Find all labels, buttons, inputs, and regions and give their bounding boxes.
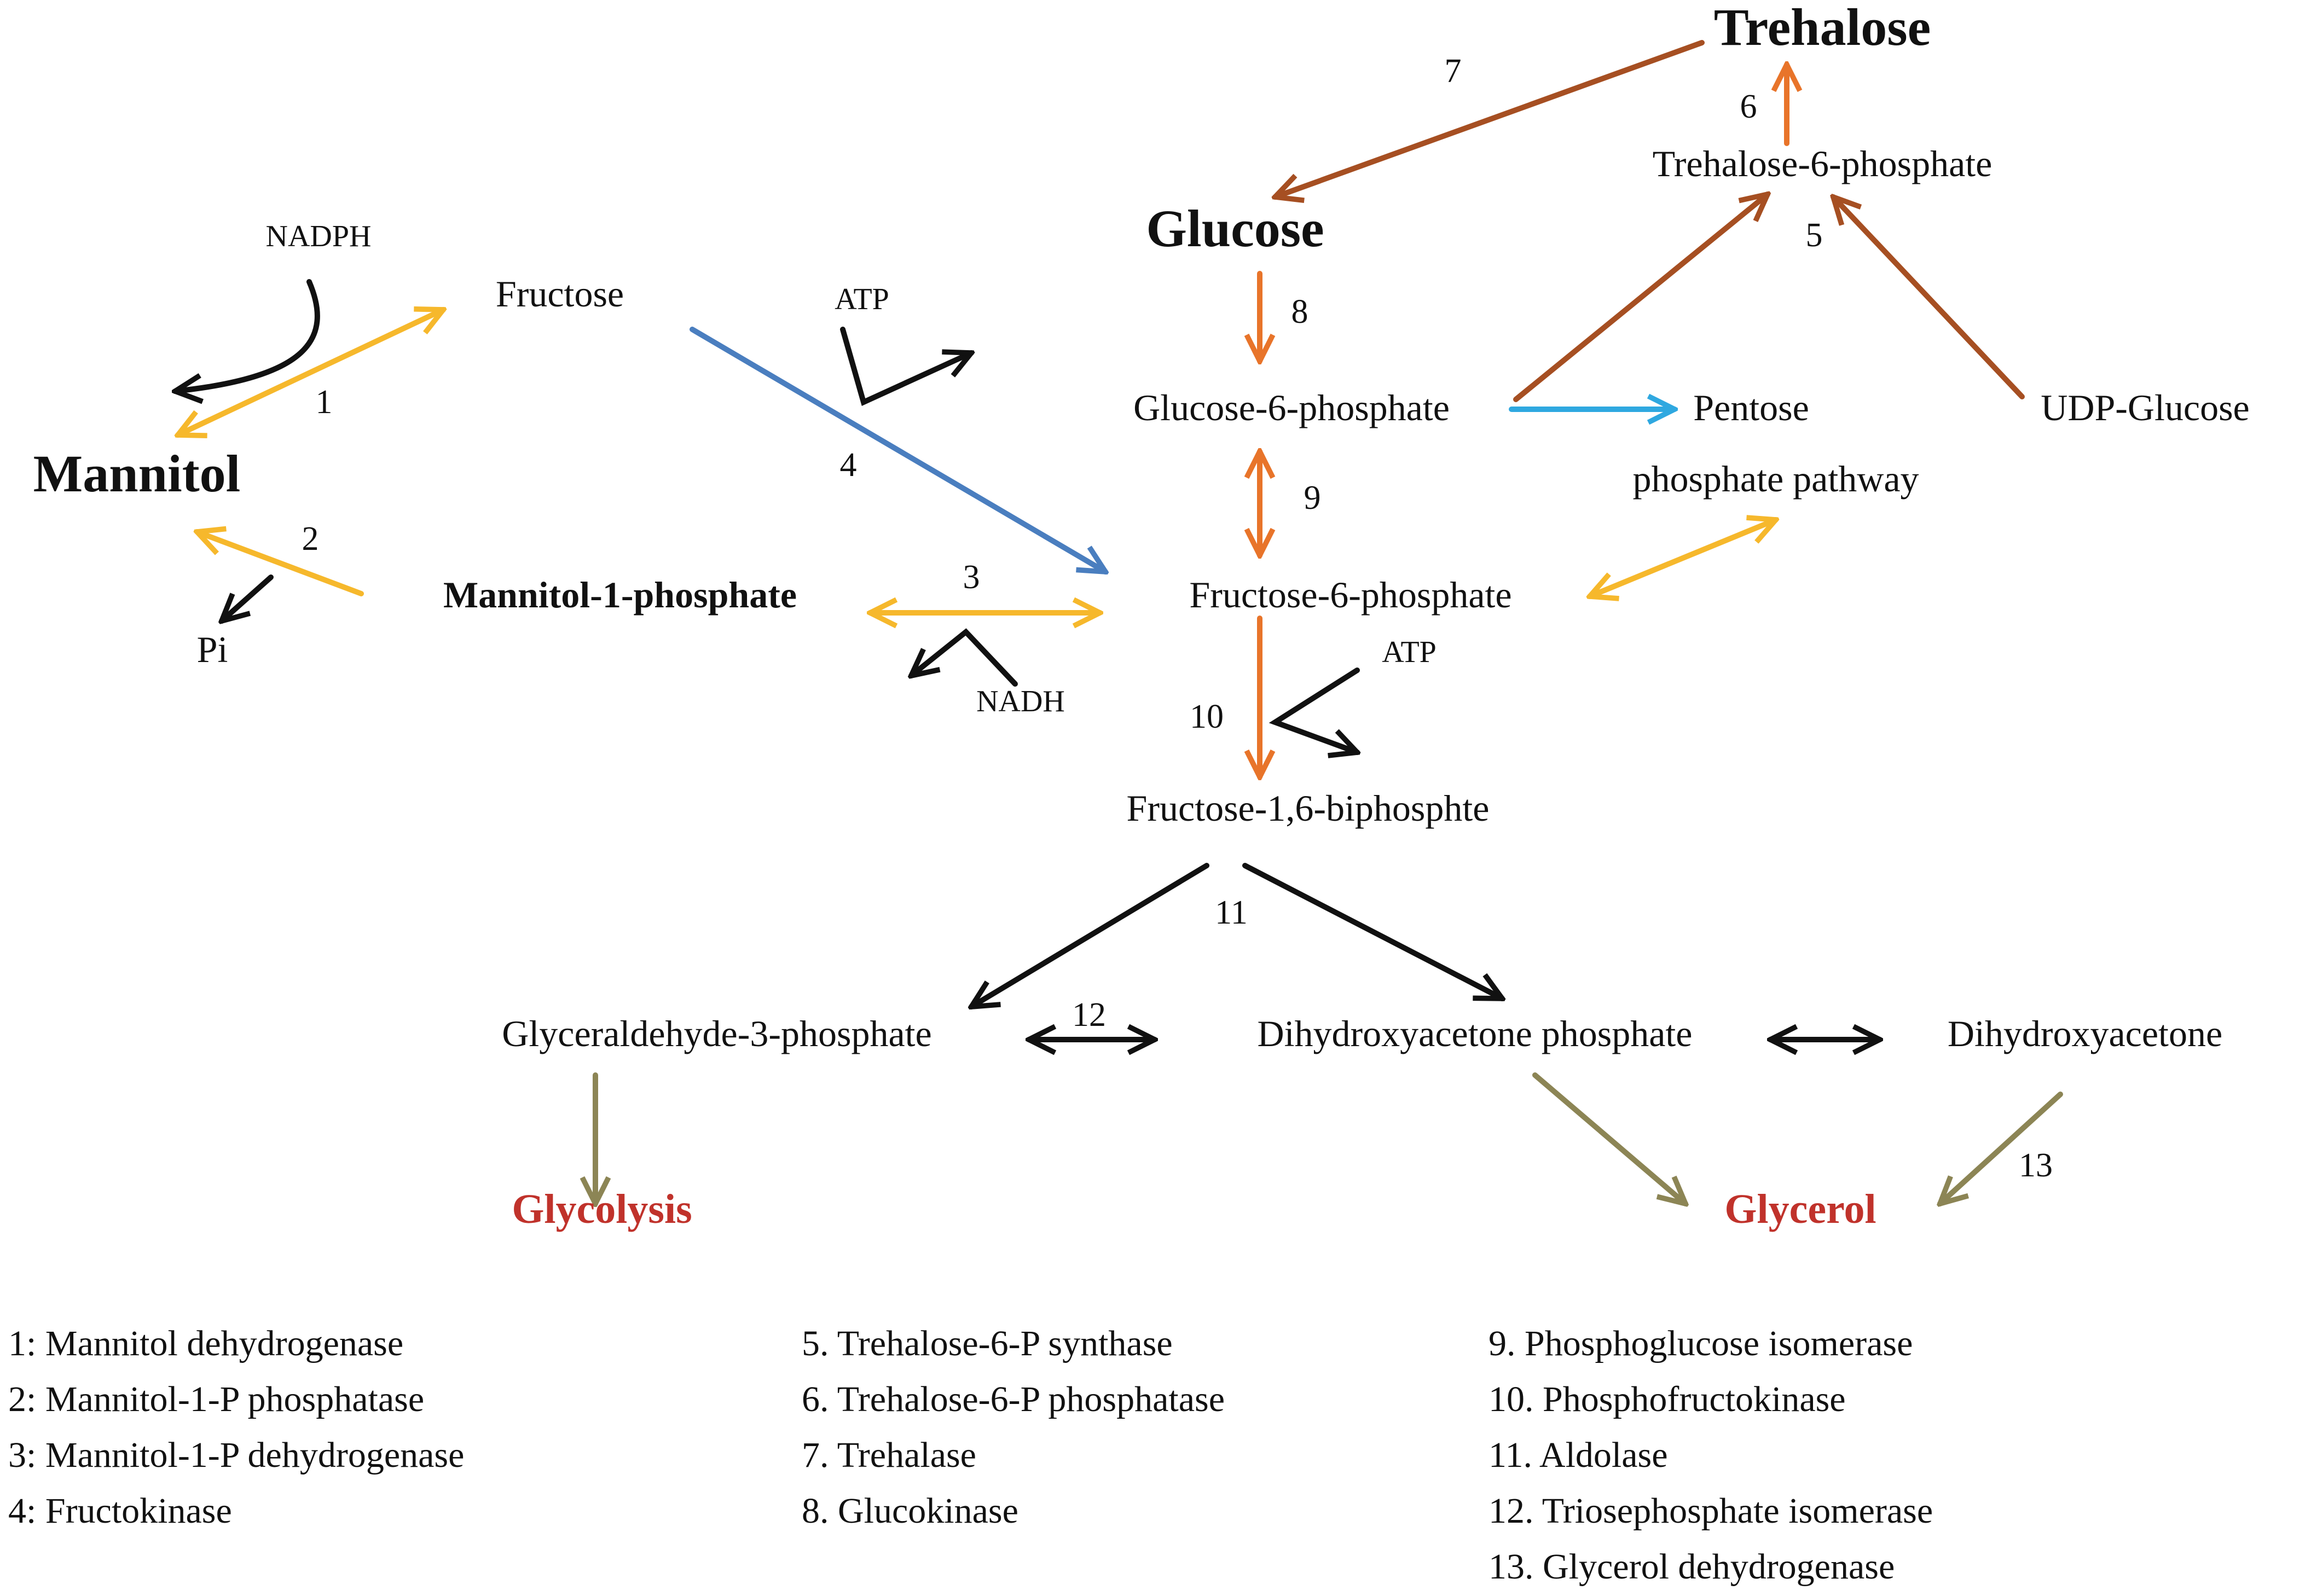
step-number-1: 1	[316, 384, 333, 421]
arrow-atp-pfk	[1269, 668, 1357, 752]
arrow-dha-to-glycerol	[1940, 1092, 2063, 1204]
node-pi: Pi	[197, 629, 228, 670]
node-fructose-6-phosphate: Fructose-6-phosphate	[1189, 574, 1511, 616]
node-dihydroxyacetone: Dihydroxyacetone	[1948, 1013, 2222, 1054]
legend-item: 12. Triosephosphate isomerase	[1488, 1491, 1933, 1531]
legend-item: 6. Trehalose-6-P phosphatase	[802, 1379, 1225, 1419]
node-atp-1: ATP	[835, 282, 889, 316]
step-number-10: 10	[1190, 698, 1224, 735]
arrow-atp-fructokinase	[840, 327, 971, 406]
legend-item: 2: Mannitol-1-P phosphatase	[8, 1379, 425, 1419]
legend-item: 11. Aldolase	[1488, 1435, 1668, 1475]
step-number-12: 12	[1072, 996, 1106, 1034]
step-number-9: 9	[1304, 479, 1321, 516]
legend-item: 10. Phosphofructokinase	[1488, 1379, 1846, 1419]
step-number-7: 7	[1445, 53, 1462, 90]
legend-item: 1: Mannitol dehydrogenase	[8, 1324, 404, 1363]
arrow-fructose-to-f6p	[690, 327, 1105, 572]
legend-item: 7. Trehalase	[802, 1435, 976, 1475]
arrow-trehalose-to-glucose	[1275, 40, 1705, 197]
step-number-6: 6	[1740, 88, 1757, 125]
arrow-f16bp-to-gap	[971, 863, 1209, 1007]
node-glucose-6-phosphate: Glucose-6-phosphate	[1133, 387, 1450, 428]
node-udp-glucose: UDP-Glucose	[2041, 387, 2250, 428]
legend-column-3: 9. Phosphoglucose isomerase 10. Phosphof…	[1488, 1316, 1933, 1595]
node-glycolysis: Glycolysis	[512, 1186, 692, 1232]
node-dihydroxyacetone-phosphate: Dihydroxyacetone phosphate	[1258, 1013, 1693, 1054]
legend-column-2: 5. Trehalose-6-P synthase 6. Trehalose-6…	[802, 1316, 1225, 1539]
node-mannitol: Mannitol	[33, 444, 241, 503]
arrow-mannitol-fructose	[178, 310, 443, 435]
node-fructose: Fructose	[496, 273, 624, 315]
arrow-udpglucose-to-t6p	[1833, 197, 2025, 399]
node-trehalose: Trehalose	[1714, 0, 1931, 56]
legend-item: 3: Mannitol-1-P dehydrogenase	[8, 1435, 465, 1475]
node-mannitol-1-phosphate: Mannitol-1-phosphate	[443, 574, 797, 616]
node-glucose: Glucose	[1146, 199, 1324, 258]
step-number-11: 11	[1215, 894, 1248, 931]
node-glycerol: Glycerol	[1724, 1186, 1876, 1232]
node-pentose-phosphate-pathway: phosphate pathway	[1632, 458, 1919, 500]
step-number-4: 4	[840, 446, 857, 484]
legend-item: 9. Phosphoglucose isomerase	[1488, 1324, 1913, 1363]
legend-item: 8. Glucokinase	[802, 1491, 1018, 1531]
legend-item: 4: Fructokinase	[8, 1491, 232, 1531]
legend-item: 5. Trehalose-6-P synthase	[802, 1324, 1173, 1363]
step-number-5: 5	[1806, 217, 1823, 254]
node-glyceraldehyde-3-phosphate: Glyceraldehyde-3-phosphate	[502, 1013, 931, 1054]
node-nadh: NADH	[976, 684, 1065, 718]
arrow-pi	[222, 574, 274, 621]
arrow-nadph	[175, 279, 320, 391]
arrow-nadh	[911, 628, 1018, 687]
step-number-3: 3	[963, 559, 980, 596]
step-number-13: 13	[2019, 1147, 2053, 1184]
arrow-f16bp-to-dhap	[1242, 863, 1502, 1001]
legend-column-1: 1: Mannitol dehydrogenase 2: Mannitol-1-…	[8, 1316, 464, 1539]
node-atp-2: ATP	[1382, 635, 1437, 669]
step-number-8: 8	[1291, 293, 1308, 330]
node-nadph: NADPH	[266, 219, 372, 253]
node-trehalose-6-phosphate: Trehalose-6-phosphate	[1653, 143, 1993, 184]
node-fructose-1-6-biphosphate: Fructose-1,6-biphosphte	[1127, 787, 1490, 829]
node-pentose: Pentose	[1693, 387, 1809, 428]
arrow-f6p-ppp	[1590, 520, 1776, 596]
arrow-dhap-to-glycerol	[1532, 1072, 1686, 1204]
arrow-m1p-to-mannitol	[197, 532, 364, 596]
step-number-2: 2	[302, 520, 319, 558]
legend-item: 13. Glycerol dehydrogenase	[1488, 1547, 1895, 1587]
arrow-g6p-to-t6p	[1513, 194, 1768, 402]
